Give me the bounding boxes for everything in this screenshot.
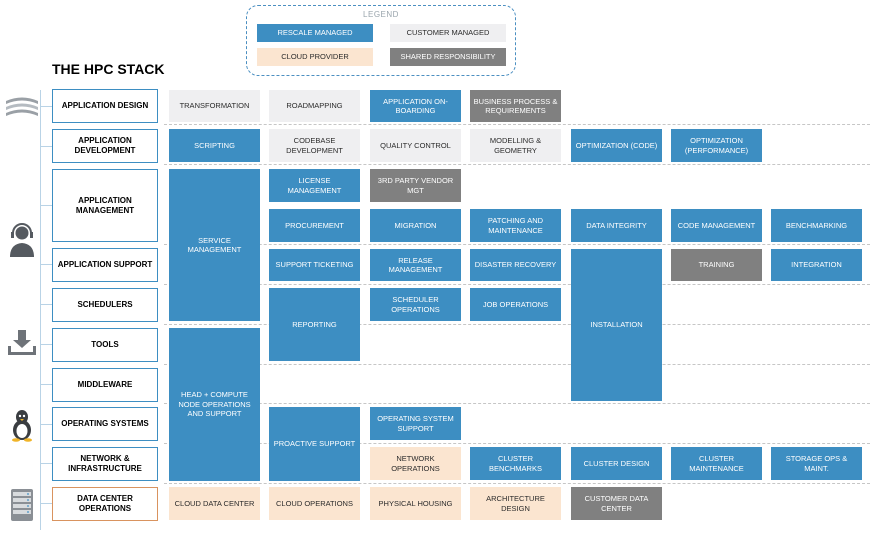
- cell-network-operations: NETWORK OPERATIONS: [370, 447, 461, 480]
- cell-code-management: CODE MANAGEMENT: [671, 209, 762, 242]
- stack-axis-line: [40, 90, 41, 530]
- axis-tick: [40, 344, 52, 345]
- legend-box: [246, 5, 516, 76]
- cell-roadmapping: ROADMAPPING: [269, 90, 360, 122]
- cell-cloud-operations: CLOUD OPERATIONS: [269, 487, 360, 520]
- cell-disaster-recovery: DISASTER RECOVERY: [470, 249, 561, 281]
- cell-storage-ops: STORAGE OPS & MAINT.: [771, 447, 862, 480]
- cell-3rd-party-vendor: 3RD PARTY VENDOR MGT: [370, 169, 461, 202]
- cell-proactive-support: PROACTIVE SUPPORT: [269, 407, 360, 481]
- row-separator: [164, 164, 870, 165]
- legend-title: LEGEND: [363, 10, 399, 19]
- cell-data-integrity: DATA INTEGRITY: [571, 209, 662, 242]
- row-label-application-support: APPLICATION SUPPORT: [52, 248, 158, 282]
- row-label-schedulers: SCHEDULERS: [52, 288, 158, 322]
- row-label-operating-systems: OPERATING SYSTEMS: [52, 407, 158, 441]
- axis-tick: [40, 205, 52, 206]
- cell-business-process: BUSINESS PROCESS & REQUIREMENTS: [470, 90, 561, 122]
- page-title: THE HPC STACK: [52, 61, 165, 77]
- linux-penguin-icon: [12, 410, 32, 442]
- cell-training: TRAINING: [671, 249, 762, 281]
- cell-license-management: LICENSE MANAGEMENT: [269, 169, 360, 202]
- row-label-data-center-operations: DATA CENTER OPERATIONS: [52, 487, 158, 521]
- cell-transformation: TRANSFORMATION: [169, 90, 260, 122]
- cell-quality-control: QUALITY CONTROL: [370, 129, 461, 162]
- cell-migration: MIGRATION: [370, 209, 461, 242]
- cell-architecture-design: ARCHITECTURE DESIGN: [470, 487, 561, 520]
- row-separator: [164, 364, 870, 365]
- server-rack-icon: [11, 489, 33, 521]
- legend-rescale-managed: RESCALE MANAGED: [257, 24, 373, 42]
- cell-cluster-design: CLUSTER DESIGN: [571, 447, 662, 480]
- legend-cloud-provider: CLOUD PROVIDER: [257, 48, 373, 66]
- row-label-network-infrastructure: NETWORK & INFRASTRUCTURE: [52, 447, 158, 481]
- axis-tick: [40, 463, 52, 464]
- row-label-middleware: MIDDLEWARE: [52, 368, 158, 402]
- cell-optimization-performance: OPTIMIZATION (PERFORMANCE): [671, 129, 762, 162]
- cell-benchmarking: BENCHMARKING: [771, 209, 862, 242]
- axis-tick: [40, 424, 52, 425]
- cell-support-ticketing: SUPPORT TICKETING: [269, 249, 360, 281]
- legend-customer-managed: CUSTOMER MANAGED: [390, 24, 506, 42]
- row-label-application-design: APPLICATION DESIGN: [52, 89, 158, 123]
- cell-application-on-boarding: APPLICATION ON-BOARDING: [370, 90, 461, 122]
- cell-modelling-geometry: MODELLING & GEOMETRY: [470, 129, 561, 162]
- axis-tick: [40, 304, 52, 305]
- cell-cloud-data-center: CLOUD DATA CENTER: [169, 487, 260, 520]
- row-separator: [164, 124, 870, 125]
- cell-cluster-benchmarks: CLUSTER BENCHMARKS: [470, 447, 561, 480]
- cell-patching-maintenance: PATCHING AND MAINTENANCE: [470, 209, 561, 242]
- cell-operating-system-support: OPERATING SYSTEM SUPPORT: [370, 407, 461, 440]
- cell-installation: INSTALLATION: [571, 249, 662, 401]
- cell-procurement: PROCUREMENT: [269, 209, 360, 242]
- row-separator: [164, 324, 870, 325]
- row-label-tools: TOOLS: [52, 328, 158, 362]
- cell-reporting: REPORTING: [269, 288, 360, 361]
- row-label-application-management: APPLICATION MANAGEMENT: [52, 169, 158, 242]
- cell-customer-data-center: CUSTOMER DATA CENTER: [571, 487, 662, 520]
- cell-service-management: SERVICE MANAGEMENT: [169, 169, 260, 321]
- cell-integration: INTEGRATION: [771, 249, 862, 281]
- row-separator: [164, 443, 870, 444]
- cell-optimization-code: OPTIMIZATION (CODE): [571, 129, 662, 162]
- cell-job-operations: JOB OPERATIONS: [470, 288, 561, 321]
- cell-scripting: SCRIPTING: [169, 129, 260, 162]
- layers-icon: [6, 97, 38, 116]
- cell-scheduler-operations: SCHEDULER OPERATIONS: [370, 288, 461, 321]
- legend-shared-responsibility: SHARED RESPONSIBILITY: [390, 48, 506, 66]
- axis-tick: [40, 384, 52, 385]
- axis-tick: [40, 264, 52, 265]
- axis-tick: [40, 106, 52, 107]
- axis-tick: [40, 146, 52, 147]
- cell-codebase-development: CODEBASE DEVELOPMENT: [269, 129, 360, 162]
- download-tray-icon: [8, 330, 36, 355]
- axis-tick: [40, 503, 52, 504]
- row-separator: [164, 244, 870, 245]
- cell-head-compute-node: HEAD + COMPUTE NODE OPERATIONS AND SUPPO…: [169, 328, 260, 481]
- cell-physical-housing: PHYSICAL HOUSING: [370, 487, 461, 520]
- cell-release-management: RELEASE MANAGEMENT: [370, 249, 461, 281]
- cell-cluster-maintenance: CLUSTER MAINTENANCE: [671, 447, 762, 480]
- row-separator: [164, 403, 870, 404]
- row-separator: [164, 483, 870, 484]
- row-separator: [164, 284, 870, 285]
- support-agent-icon: [10, 223, 34, 257]
- row-label-application-development: APPLICATION DEVELOPMENT: [52, 129, 158, 163]
